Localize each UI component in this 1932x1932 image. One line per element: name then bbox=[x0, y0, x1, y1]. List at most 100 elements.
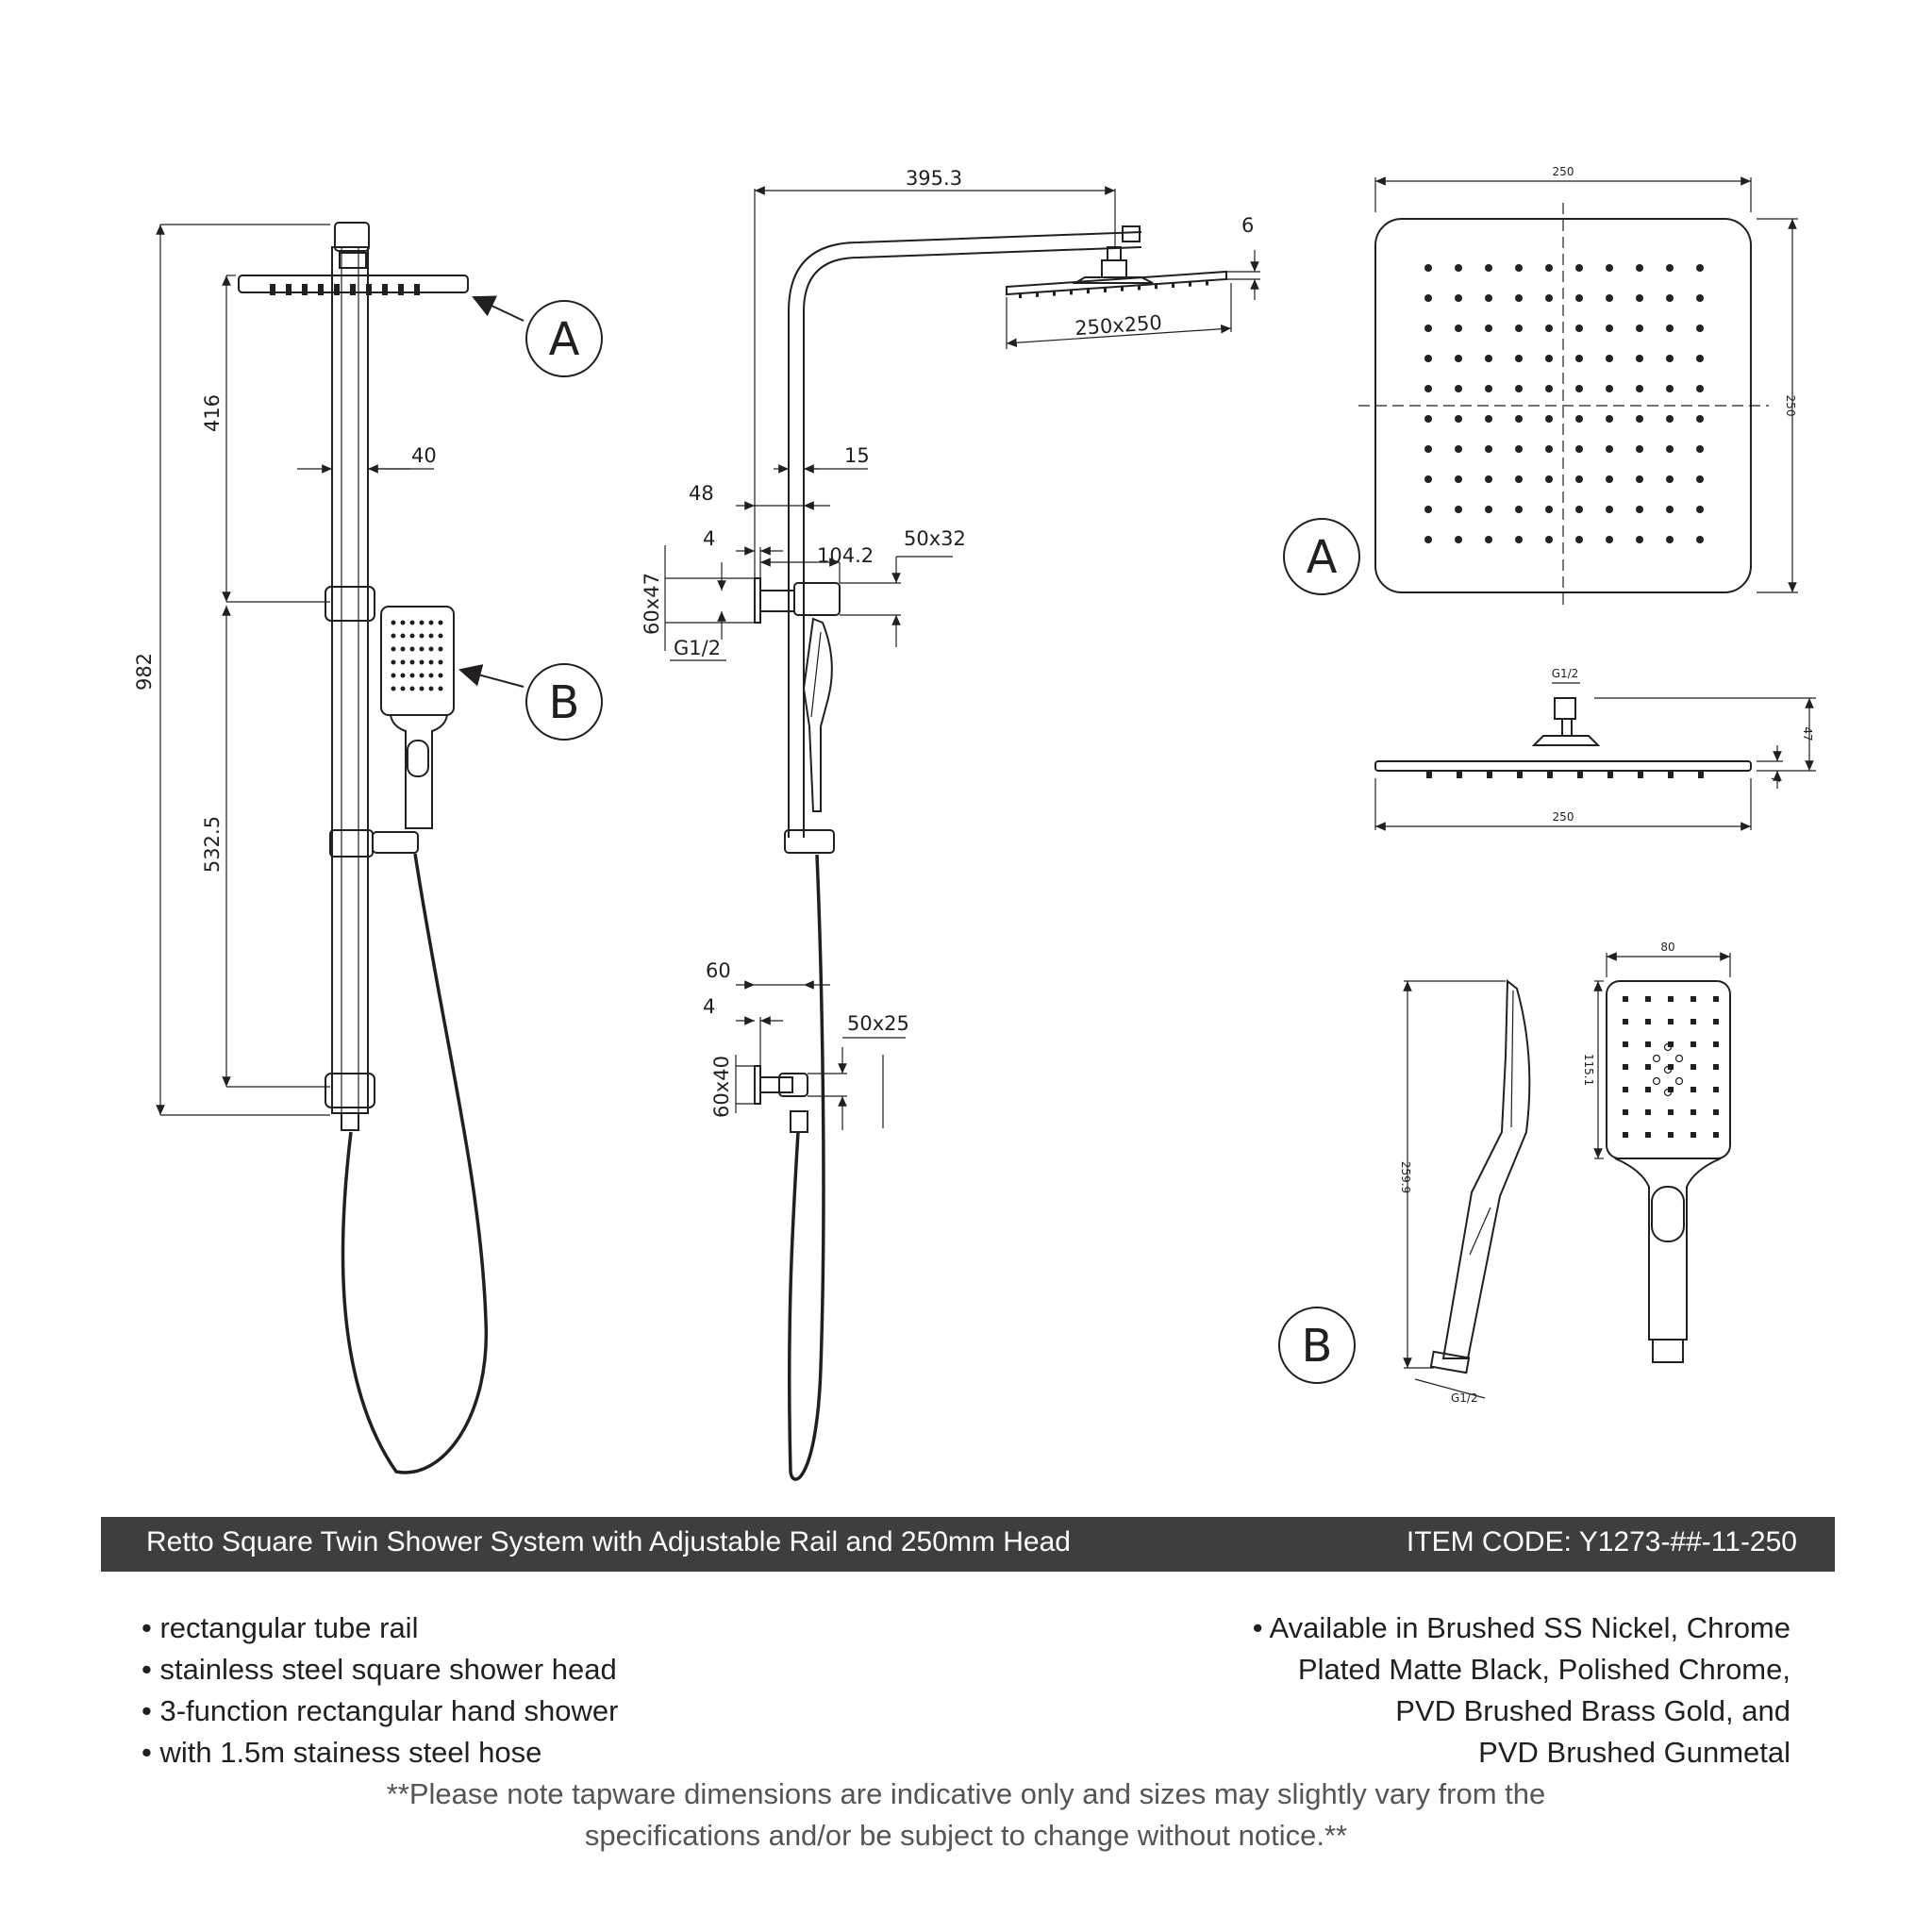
detail-b-callout-circle bbox=[1278, 1307, 1356, 1384]
dim-rail-thickness: 15 bbox=[844, 444, 870, 467]
nozzle bbox=[1517, 771, 1523, 778]
nozzle bbox=[1606, 264, 1613, 272]
nozzle bbox=[1696, 506, 1704, 513]
spray-hole bbox=[1690, 1087, 1696, 1092]
nozzle bbox=[1696, 325, 1704, 332]
detail-b: 259.9 G1/2 B 80 115.1 bbox=[1278, 941, 1731, 1405]
detail-a-width: 250 bbox=[1553, 165, 1574, 178]
nozzle bbox=[1575, 385, 1583, 392]
dim-gap-top: 4 bbox=[703, 527, 715, 550]
nozzle bbox=[1606, 445, 1613, 453]
nozzle bbox=[1485, 536, 1492, 543]
dim-rail-width: 40 bbox=[411, 444, 437, 467]
nozzle bbox=[1485, 325, 1492, 332]
spray-hole bbox=[391, 633, 396, 639]
nozzle bbox=[1636, 385, 1643, 392]
nozzle bbox=[1424, 415, 1432, 423]
nozzle bbox=[1636, 415, 1643, 423]
detail-b-width: 80 bbox=[1660, 941, 1674, 954]
nozzle bbox=[1545, 355, 1553, 362]
nozzle bbox=[1666, 536, 1674, 543]
dim-total-height: 982 bbox=[133, 653, 156, 691]
nozzle bbox=[1606, 385, 1613, 392]
side-hand-shower bbox=[802, 617, 833, 812]
nozzle bbox=[1636, 506, 1643, 513]
nozzle bbox=[1172, 281, 1174, 288]
nozzle bbox=[1606, 506, 1613, 513]
dim-plate-top: 60x47 bbox=[641, 573, 663, 635]
nozzle bbox=[1545, 264, 1553, 272]
spray-hole bbox=[1690, 1019, 1696, 1024]
detail-b-thread: G1/2 bbox=[1451, 1391, 1478, 1405]
nozzle bbox=[1424, 325, 1432, 332]
callout-a-label: A bbox=[549, 313, 580, 366]
item-code: ITEM CODE: Y1273-##-11-250 bbox=[1406, 1526, 1797, 1557]
detail-b-hand-side-view bbox=[1441, 978, 1531, 1359]
nozzle bbox=[1455, 475, 1462, 483]
side-top-bracket bbox=[793, 582, 841, 616]
spray-hole bbox=[1713, 1041, 1719, 1047]
nozzle bbox=[1606, 475, 1613, 483]
dim-plate-bottom: 60x40 bbox=[710, 1056, 733, 1118]
product-title: Retto Square Twin Shower System with Adj… bbox=[146, 1526, 1071, 1557]
technical-drawing: 982 416 532.5 40 A B bbox=[133, 165, 1816, 1481]
nozzle bbox=[414, 284, 420, 295]
nozzle bbox=[1426, 771, 1432, 778]
dim-upper-height: 416 bbox=[201, 394, 224, 432]
spray-hole-center bbox=[1674, 1054, 1684, 1063]
nozzle bbox=[1666, 475, 1674, 483]
detail-a-head-side-view bbox=[1374, 760, 1752, 772]
spray-hole bbox=[1713, 1064, 1719, 1070]
nozzle bbox=[1485, 415, 1492, 423]
spray-hole bbox=[1623, 1064, 1628, 1070]
dim-arm-length: 395.3 bbox=[906, 167, 962, 190]
spray-hole bbox=[438, 646, 443, 652]
nozzle bbox=[1575, 355, 1583, 362]
nozzle bbox=[1424, 445, 1432, 453]
nozzle bbox=[1485, 355, 1492, 362]
nozzle bbox=[1696, 264, 1704, 272]
disclaimer-line: **Please note tapware dimensions are ind… bbox=[386, 1777, 1546, 1810]
spray-hole bbox=[400, 686, 406, 691]
nozzle bbox=[1206, 279, 1208, 286]
nozzle bbox=[1515, 506, 1523, 513]
nozzle bbox=[1424, 475, 1432, 483]
front-top-bracket bbox=[325, 586, 375, 622]
detail-a-thread: G1/2 bbox=[1552, 667, 1579, 680]
detail-a-side-height: 47 bbox=[1801, 726, 1814, 741]
nozzle bbox=[1545, 536, 1553, 543]
nozzle bbox=[1666, 445, 1674, 453]
nozzle bbox=[1515, 325, 1523, 332]
nozzle bbox=[1575, 325, 1583, 332]
finish-line: PVD Brushed Gunmetal bbox=[1478, 1736, 1790, 1769]
spray-hole bbox=[1690, 1064, 1696, 1070]
spray-hole bbox=[1668, 1019, 1674, 1024]
nozzle bbox=[1104, 286, 1107, 292]
nozzle bbox=[1575, 264, 1583, 272]
feature-item: • 3-function rectangular hand shower bbox=[142, 1694, 619, 1727]
nozzle bbox=[1575, 415, 1583, 423]
nozzle bbox=[1636, 294, 1643, 302]
detail-b-length: 259.9 bbox=[1399, 1161, 1412, 1193]
spray-hole bbox=[428, 686, 434, 691]
spray-hole bbox=[1623, 996, 1628, 1002]
dim-head-size: 250x250 bbox=[1074, 311, 1162, 340]
spray-hole bbox=[409, 659, 415, 665]
front-hose bbox=[341, 853, 489, 1474]
spray-hole bbox=[1713, 1087, 1719, 1092]
nozzle bbox=[1515, 475, 1523, 483]
nozzle bbox=[1545, 385, 1553, 392]
nozzle bbox=[1575, 294, 1583, 302]
spray-hole bbox=[1623, 1132, 1628, 1138]
detail-a-callout-circle bbox=[1283, 518, 1360, 595]
nozzle bbox=[1455, 445, 1462, 453]
detail-a-side-width: 250 bbox=[1553, 810, 1574, 824]
spray-hole bbox=[419, 673, 425, 678]
side-bottom-bracket bbox=[778, 1073, 808, 1097]
nozzle bbox=[1547, 771, 1553, 778]
spray-hole bbox=[1645, 1041, 1651, 1047]
spray-hole bbox=[409, 673, 415, 678]
spray-hole bbox=[438, 673, 443, 678]
nozzle bbox=[1636, 355, 1643, 362]
spray-hole bbox=[391, 686, 396, 691]
